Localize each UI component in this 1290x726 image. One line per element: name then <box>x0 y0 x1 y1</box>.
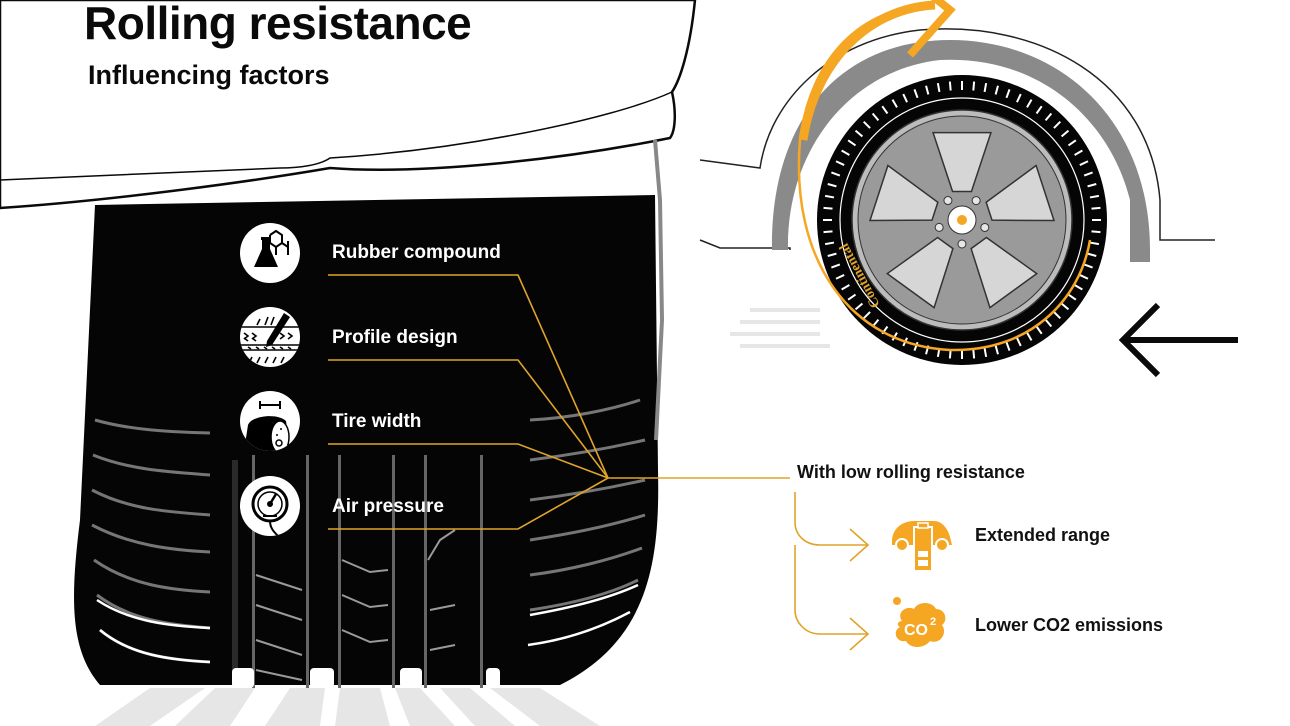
tread-tick <box>1016 337 1022 347</box>
tread-tick <box>827 252 837 257</box>
lug-nut <box>943 196 953 206</box>
tread-tick <box>1083 263 1093 269</box>
lug-nut <box>934 222 944 232</box>
page-subtitle: Influencing factors <box>88 60 330 90</box>
factor-label-tire-width: Tire width <box>332 411 422 432</box>
wheel-side-view: Continental <box>817 75 1107 365</box>
tread-tick <box>913 341 919 351</box>
factor-label-profile-design: Profile design <box>332 327 458 348</box>
tread-tick <box>1005 341 1011 351</box>
tread-tick <box>972 349 976 359</box>
tread-tick <box>1053 311 1061 319</box>
co2-icon-text: CO <box>904 622 928 639</box>
tread-tick <box>824 194 835 199</box>
tread-tick <box>1053 121 1061 129</box>
car-body-front <box>0 0 697 441</box>
tread-tick <box>823 230 833 234</box>
tread-tick <box>835 274 845 280</box>
rim-window <box>985 164 1056 222</box>
tread-tick <box>983 82 988 93</box>
tread-pencil-icon <box>240 307 300 367</box>
rim-window <box>868 164 939 222</box>
tread-tick <box>847 139 857 147</box>
tread-tick <box>863 311 871 319</box>
benefit-label-extended-range: Extended range <box>975 525 1111 545</box>
tread-tick <box>871 112 880 122</box>
tread-tick <box>1087 183 1097 188</box>
tread-tick <box>841 149 850 156</box>
tread-tick <box>881 105 889 115</box>
tread-tick <box>1026 99 1033 108</box>
rim-window <box>885 236 954 309</box>
car-side-view <box>699 28 1215 348</box>
tread-tick <box>972 81 976 91</box>
tread-tick <box>1016 93 1022 103</box>
factor-label-rubber-compound: Rubber compound <box>332 242 501 263</box>
car-battery-icon <box>888 515 956 580</box>
tread-tick <box>913 89 919 99</box>
tread-tick <box>936 82 941 93</box>
lug-nut <box>971 196 981 206</box>
tread-tick <box>1067 293 1077 301</box>
ground-shadow <box>95 688 600 726</box>
pressure-gauge-icon <box>240 476 300 536</box>
tread-tick <box>1005 89 1011 99</box>
lug-nut <box>957 239 967 249</box>
tread-tick <box>1074 149 1083 156</box>
tread-tick <box>1091 230 1101 234</box>
tread-tick <box>1060 129 1070 138</box>
tread-tick <box>1044 112 1053 122</box>
tread-tick <box>1074 284 1083 291</box>
rim-window <box>932 131 992 193</box>
direction-arrow-left <box>1118 302 1238 378</box>
tread-tick <box>983 347 988 358</box>
tread-tick <box>1091 206 1101 210</box>
result-heading: With low rolling resistance <box>797 462 1025 482</box>
tread-tick <box>994 85 999 95</box>
co2-icon-sup: 2 <box>930 616 936 628</box>
rotation-arrow <box>797 0 1092 352</box>
flask-molecule-icon <box>240 223 300 283</box>
tread-tick <box>824 241 835 246</box>
tread-tick <box>863 121 871 129</box>
callout-lines <box>328 274 870 651</box>
lug-nut <box>980 222 990 232</box>
tread-tick <box>854 302 864 311</box>
tread-tick <box>1035 105 1043 115</box>
tread-tick <box>994 345 999 355</box>
tread-tick <box>847 293 857 301</box>
tread-tick <box>891 99 898 108</box>
rim-window <box>970 236 1039 309</box>
page-title: Rolling resistance <box>84 0 472 49</box>
tread-tick <box>1026 332 1033 341</box>
tread-tick <box>831 171 841 177</box>
tread-tick <box>1089 241 1100 246</box>
tread-tick <box>1060 302 1070 311</box>
tread-tick <box>835 160 845 166</box>
factor-label-air-pressure: Air pressure <box>332 496 444 517</box>
tread-tick <box>841 284 850 291</box>
tread-tick <box>1087 252 1097 257</box>
tread-tick <box>902 93 908 103</box>
tire-width-icon <box>240 391 300 451</box>
co2-cloud-icon: CO 2 <box>890 595 950 658</box>
tread-tick <box>1089 194 1100 199</box>
tread-tick <box>948 81 952 91</box>
tread-tick <box>854 129 864 138</box>
tread-tick <box>1079 160 1089 166</box>
tread-tick <box>1044 318 1053 328</box>
tread-tick <box>1083 171 1093 177</box>
tire-front-view <box>74 195 659 688</box>
tread-tick <box>823 206 833 210</box>
benefit-label-lower-co2: Lower CO2 emissions <box>975 615 1164 635</box>
tread-tick <box>925 85 930 95</box>
tread-tick <box>1067 139 1077 147</box>
tread-tick <box>831 263 841 269</box>
tread-tick <box>1079 274 1089 280</box>
tread-tick <box>827 183 837 188</box>
tread-tick <box>1035 325 1043 335</box>
